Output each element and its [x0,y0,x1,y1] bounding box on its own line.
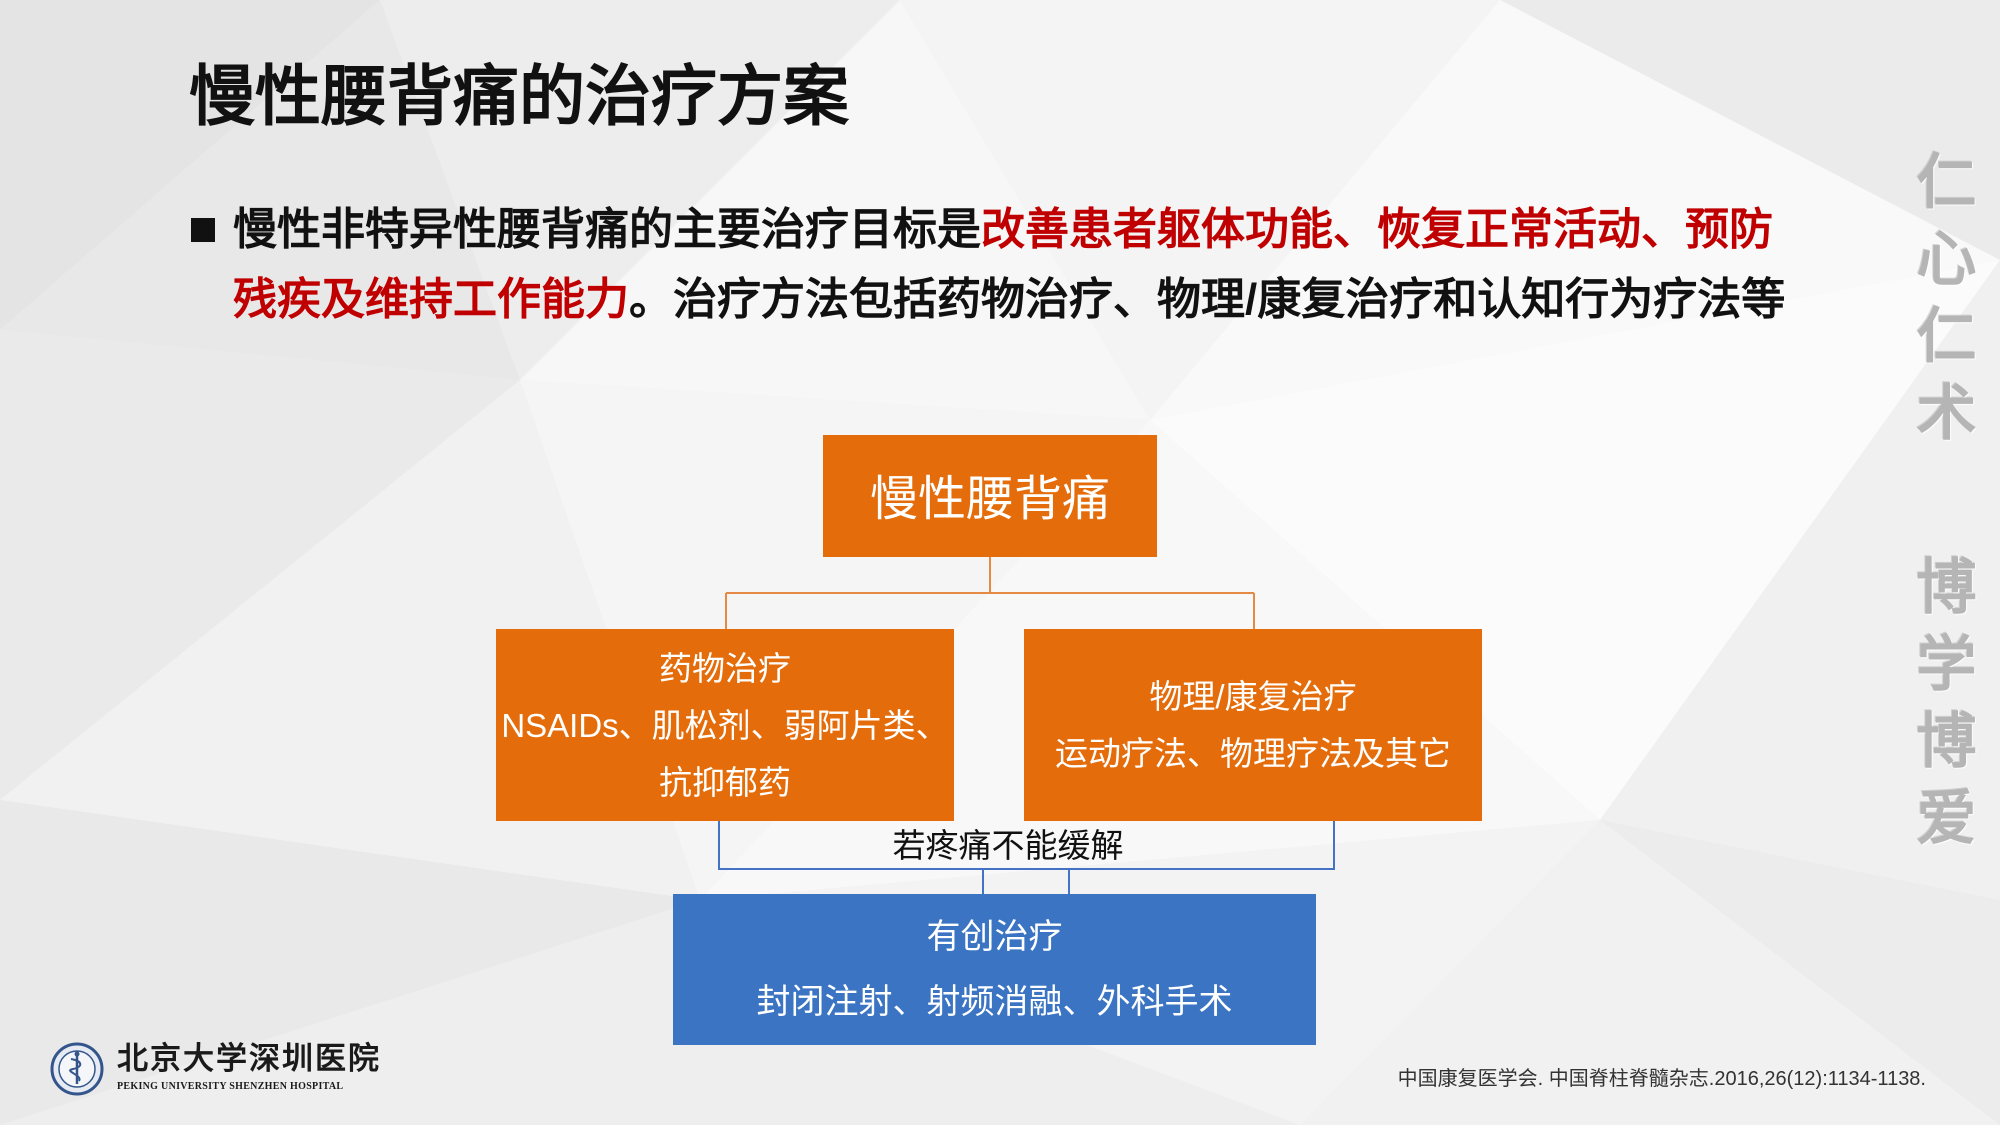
bullet-marker [191,218,215,242]
bullet-segment-highlight: 残疾及维持工作能力 [233,275,629,324]
motto-column-1: 仁心仁术 [1908,150,1974,458]
node-medication: 药物治疗 NSAIDs、肌松剂、弱阿片类、 抗抑郁药 [496,629,954,821]
bullet-segment: 。治疗方法包括药物治疗、物理/康复治疗和认知行为疗法等 [629,275,1786,324]
condition-label: 若疼痛不能缓解 [892,827,1124,864]
motto-column-2: 博学博爱 [1908,555,1974,863]
node-physical-therapy-title: 物理/康复治疗 [1149,678,1357,715]
bullet-text-line-2: 残疾及维持工作能力。治疗方法包括药物治疗、物理/康复治疗和认知行为疗法等 [233,270,1785,330]
slide-title: 慢性腰背痛的治疗方案 [189,59,849,133]
node-physical-therapy-line: 运动疗法、物理疗法及其它 [1055,735,1451,772]
node-medication-line: NSAIDs、肌松剂、弱阿片类、 [501,706,949,744]
node-root: 慢性腰背痛 [823,435,1157,557]
node-medication-title: 药物治疗 [659,649,791,687]
bullet-segment-highlight: 改善患者躯体功能、恢复正常活动、预防 [981,205,1773,254]
hospital-name-cn: 北京大学深圳医院 [117,1041,381,1076]
hospital-name-en: PEKING UNIVERSITY SHENZHEN HOSPITAL [117,1081,344,1092]
bullet-text-line-1: 慢性非特异性腰背痛的主要治疗目标是改善患者躯体功能、恢复正常活动、预防 [233,200,1773,260]
node-invasive-treatment: 有创治疗 封闭注射、射频消融、外科手术 [673,894,1316,1045]
node-physical-therapy: 物理/康复治疗 运动疗法、物理疗法及其它 [1024,629,1482,821]
node-invasive-treatment-line: 封闭注射、射频消融、外科手术 [756,982,1233,1021]
node-medication-line: 抗抑郁药 [659,763,791,801]
bullet-segment: 慢性非特异性腰背痛的主要治疗目标是 [233,205,981,254]
hospital-emblem-icon [50,1042,104,1096]
node-invasive-treatment-title: 有创治疗 [926,917,1063,956]
citation: 中国康复医学会. 中国脊柱脊髓杂志.2016,26(12):1134-1138. [1397,1068,1926,1090]
node-root-label: 慢性腰背痛 [869,473,1110,526]
